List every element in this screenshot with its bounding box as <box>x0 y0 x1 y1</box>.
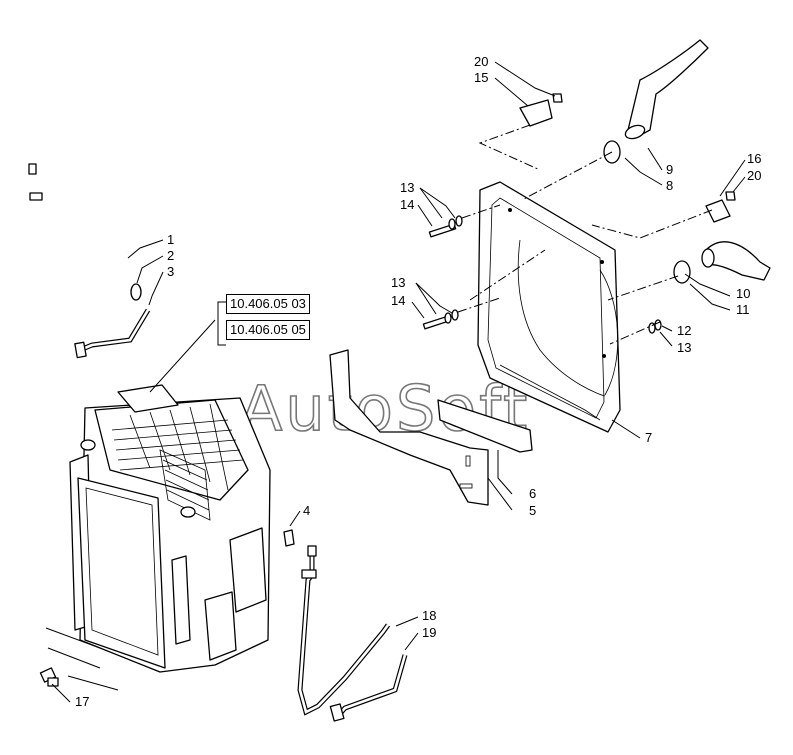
reference-bracket <box>217 301 226 346</box>
plate-part-5 <box>329 349 489 506</box>
callout-5: 5 <box>529 503 536 518</box>
callout-17: 17 <box>75 694 89 709</box>
plug-part-4 <box>283 529 295 547</box>
nut-part-20-right <box>725 191 736 201</box>
callout-20-right: 20 <box>747 168 761 183</box>
bracket-part-16 <box>705 199 731 223</box>
callout-11: 11 <box>736 302 750 317</box>
callout-2: 2 <box>167 248 174 263</box>
callout-4: 4 <box>303 503 310 518</box>
fitting-part-17 <box>39 667 59 687</box>
callout-16: 16 <box>747 151 761 166</box>
callout-7: 7 <box>645 430 652 445</box>
callout-9: 9 <box>666 162 673 177</box>
callout-6: 6 <box>529 486 536 501</box>
assembly-lines <box>457 124 713 345</box>
reference-box-2[interactable]: 10.406.05 05 <box>226 320 310 340</box>
callout-labels: 1 2 3 4 5 6 7 8 9 10 11 12 13 13 13 14 1… <box>75 54 761 709</box>
nut-part-20-top <box>552 93 563 103</box>
callout-13-lower: 13 <box>391 275 405 290</box>
callout-14-upper: 14 <box>400 197 414 212</box>
clamp-part-11 <box>673 260 691 284</box>
hose-part-10 <box>701 241 771 281</box>
callout-14-lower: 14 <box>391 293 405 308</box>
callout-10: 10 <box>736 286 750 301</box>
bolt-part-14-upper <box>428 215 463 238</box>
callout-1: 1 <box>167 232 174 247</box>
callout-20-top: 20 <box>474 54 488 69</box>
callout-13-right: 13 <box>677 340 691 355</box>
pipe-part-19 <box>329 654 408 722</box>
o-ring-part-2 <box>130 283 142 301</box>
bracket-part-6 <box>437 399 533 453</box>
callout-12: 12 <box>677 323 691 338</box>
radiator-assembly <box>69 384 271 673</box>
reference-box-1[interactable]: 10.406.05 03 <box>226 294 310 314</box>
callout-15: 15 <box>474 70 488 85</box>
callout-8: 8 <box>666 178 673 193</box>
pipe-part-1 <box>20 163 132 342</box>
callout-13-upper: 13 <box>400 180 414 195</box>
pipe-part-3 <box>74 308 151 359</box>
callout-3: 3 <box>167 264 174 279</box>
bracket-part-15 <box>519 99 553 127</box>
bolt-part-14-lower <box>422 309 459 330</box>
hose-part-9 <box>624 39 709 140</box>
leader-lines <box>45 61 746 703</box>
callout-18: 18 <box>422 608 436 623</box>
pipe-part-18 <box>297 545 391 716</box>
callout-19: 19 <box>422 625 436 640</box>
